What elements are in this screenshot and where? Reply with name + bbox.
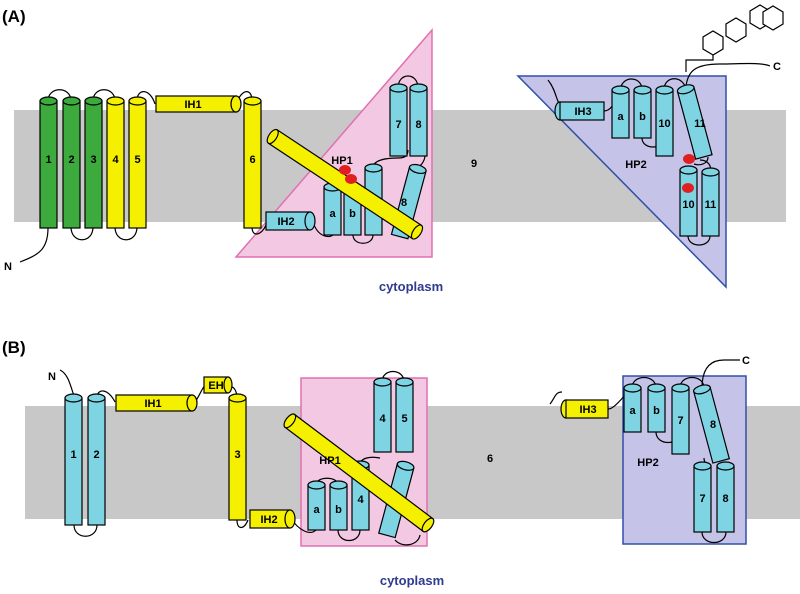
hp1-label-a: HP1 (331, 155, 352, 167)
helix-a-ih3: IH3 (554, 101, 605, 121)
svg-text:4: 4 (379, 413, 386, 425)
svg-text:11: 11 (694, 118, 706, 130)
n-terminus-a: N (4, 261, 12, 273)
svg-text:8: 8 (401, 197, 407, 209)
svg-text:1: 1 (70, 449, 76, 461)
helix-b-4-upper: 4 (373, 377, 392, 453)
n-terminus-b: N (48, 371, 56, 383)
helix-b-ih2: IH2 (249, 509, 296, 529)
helix-b-3: 3 (228, 393, 247, 521)
helix-b-8-upper: 8 (692, 384, 731, 464)
svg-text:7: 7 (677, 415, 683, 427)
c-terminus-a: C (773, 61, 781, 73)
svg-text:3: 3 (90, 154, 96, 166)
svg-text:10: 10 (682, 199, 694, 211)
helix-a-a: a (323, 182, 342, 236)
svg-text:6: 6 (487, 453, 493, 465)
svg-text:EH: EH (208, 380, 223, 392)
cytoplasm-label-a: cytoplasm (379, 279, 443, 294)
panel-b-label: (B) (2, 338, 26, 357)
svg-text:8: 8 (722, 493, 728, 505)
svg-text:4: 4 (357, 494, 364, 506)
svg-text:7: 7 (699, 493, 705, 505)
svg-text:11: 11 (705, 199, 717, 211)
helix-a-11-upper: 11 (676, 84, 713, 160)
svg-text:a: a (629, 405, 636, 417)
svg-text:2: 2 (68, 154, 74, 166)
helix-a-10-lower: 10 (679, 165, 698, 237)
svg-text:b: b (349, 208, 356, 220)
helix-a-2: 2 (62, 96, 81, 229)
svg-text:1: 1 (45, 154, 51, 166)
helix-b-eh: EH (203, 376, 233, 394)
helix-b-2: 2 (87, 393, 106, 526)
helix-b-a2: a (623, 383, 642, 433)
helix-a-a2: a (611, 85, 630, 139)
svg-text:a: a (329, 208, 336, 220)
helix-a-b2: b (633, 85, 652, 139)
hp2-label-a: HP2 (625, 159, 646, 171)
c-terminus-b: C (742, 355, 750, 367)
svg-text:b: b (335, 504, 342, 516)
svg-text:2: 2 (93, 449, 99, 461)
svg-text:5: 5 (134, 154, 140, 166)
helix-b-ih1: IH1 (115, 394, 198, 412)
svg-text:8: 8 (415, 119, 421, 131)
helix-b-ih3: IH3 (560, 399, 609, 419)
svg-text:IH3: IH3 (579, 404, 596, 416)
helix-b-8-lower: 8 (716, 461, 735, 533)
svg-text:4: 4 (112, 154, 119, 166)
svg-text:b: b (639, 111, 646, 123)
hp2-label-b: HP2 (637, 457, 658, 469)
svg-text:IH1: IH1 (184, 99, 201, 111)
helix-a-5: 5 (128, 96, 147, 229)
helix-a-4: 4 (106, 96, 125, 229)
svg-text:a: a (313, 504, 320, 516)
svg-text:IH1: IH1 (144, 398, 161, 410)
svg-text:b: b (653, 405, 660, 417)
hp1-label-b: HP1 (319, 455, 340, 467)
svg-text:IH3: IH3 (574, 106, 591, 118)
helix-a-3: 3 (84, 96, 103, 229)
helix-a-10-upper: 10 (655, 85, 674, 157)
svg-text:IH2: IH2 (277, 216, 294, 228)
helix-a-11-lower: 11 (701, 167, 720, 237)
helix-b-1: 1 (64, 393, 83, 526)
helix-a-9: 9 (266, 128, 477, 240)
red-markers-a (339, 154, 695, 193)
helix-b-b: b (329, 480, 348, 531)
helix-a-ih2: IH2 (265, 211, 316, 231)
svg-text:9: 9 (471, 158, 477, 170)
helix-b-6: 6 (283, 413, 493, 533)
helix-a-8-upper: 8 (409, 83, 428, 157)
glycan-hexagons (702, 4, 784, 56)
svg-text:10: 10 (658, 118, 670, 130)
svg-text:5: 5 (401, 413, 407, 425)
svg-text:a: a (617, 111, 624, 123)
helix-a-ih1: IH1 (155, 95, 242, 113)
svg-text:IH2: IH2 (260, 514, 277, 526)
helix-a-6: 6 (243, 96, 262, 229)
helix-b-5-upper: 5 (395, 377, 414, 453)
helix-b-a: a (307, 480, 326, 531)
svg-text:8: 8 (710, 419, 716, 431)
helix-a-7-upper: 7 (389, 83, 408, 157)
helix-b-7-lower: 7 (693, 461, 712, 533)
svg-text:7: 7 (395, 119, 401, 131)
svg-text:3: 3 (234, 449, 240, 461)
cytoplasm-label-b: cytoplasm (380, 573, 444, 588)
svg-text:6: 6 (249, 154, 255, 166)
hp2-domain-a (516, 75, 727, 289)
panel-a-label: (A) (2, 7, 26, 26)
helix-a-1: 1 (39, 96, 58, 229)
helix-b-7-upper: 7 (671, 383, 690, 455)
helix-b-b2: b (647, 383, 666, 433)
